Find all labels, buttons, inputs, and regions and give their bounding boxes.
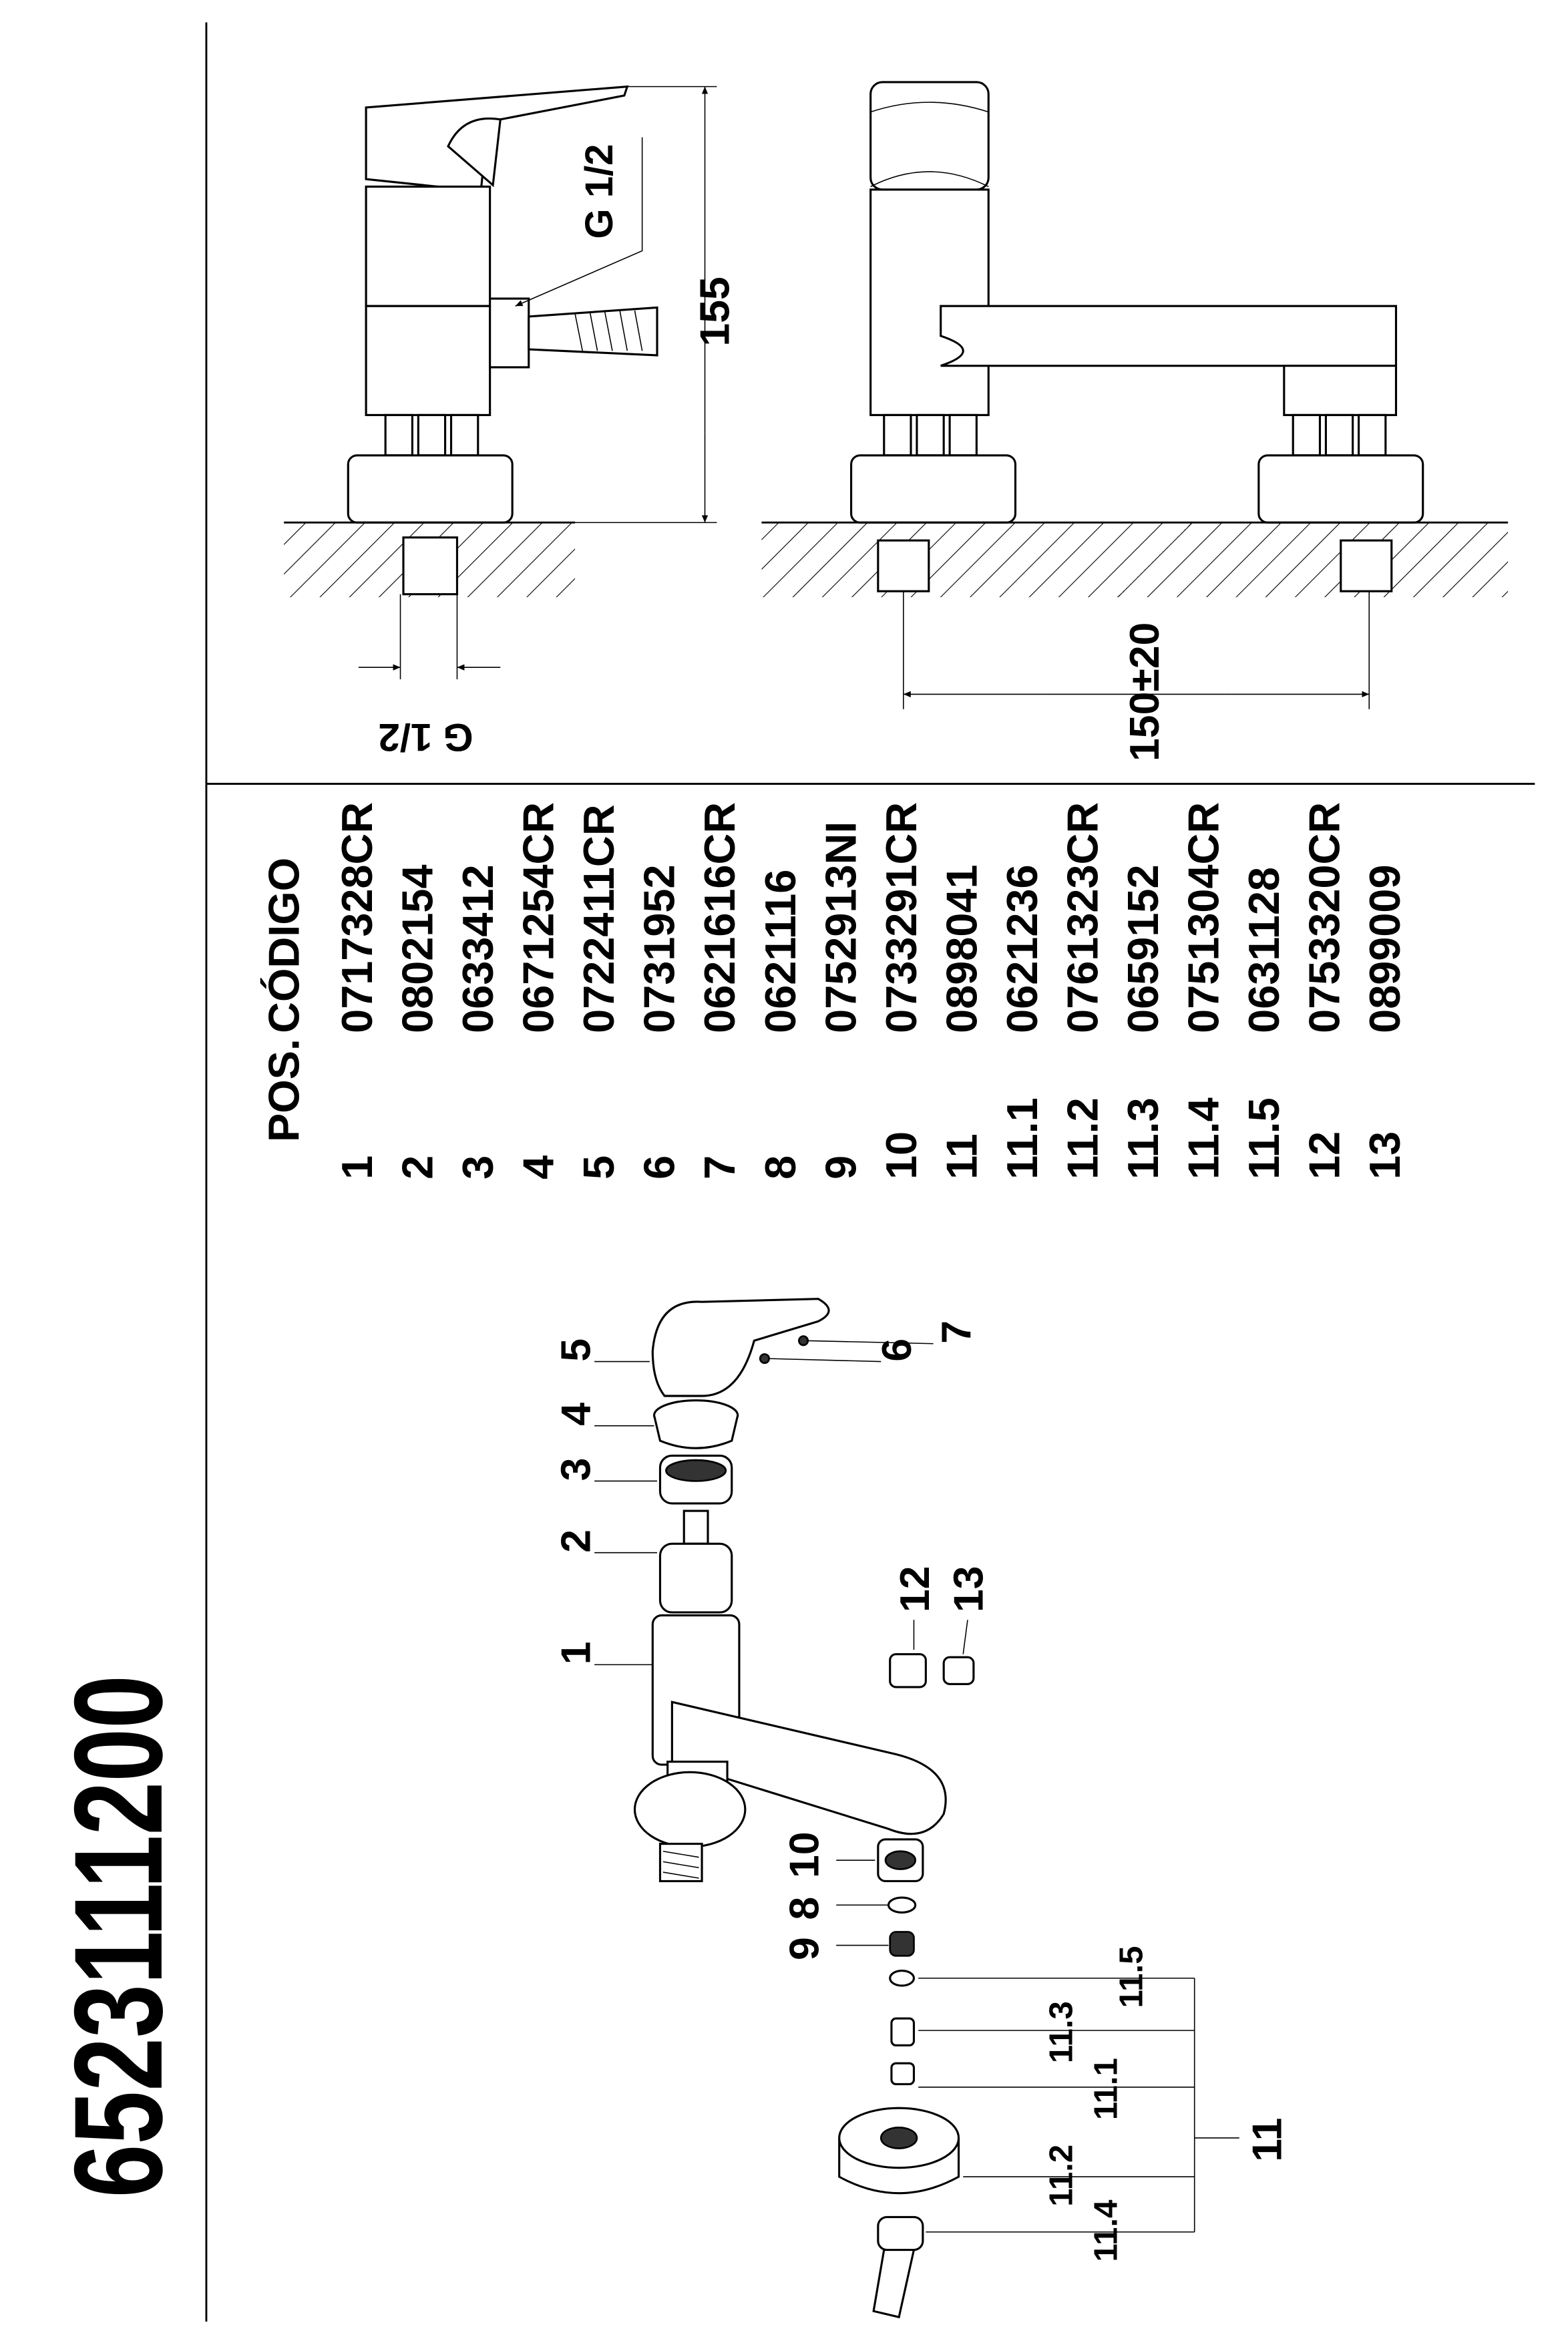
front-view-drawing: 150±20 [761,81,1509,761]
callout-11-2: 11.2 [1042,2145,1079,2207]
table-row: 2 0802154 [393,864,442,1179]
row-code: 0753320CR [1300,802,1349,1033]
table-row: 4 0671254CR [514,802,563,1180]
row-pos: 9 [816,1155,865,1180]
row-code: 0752913NI [816,822,865,1033]
table-row: 7 0621616CR [695,802,744,1180]
spacing-dimension-label: 150±20 [1121,622,1168,761]
thread-size-top-label: G 1/2 [578,144,621,239]
callout-7: 7 [933,1320,980,1344]
row-pos: 5 [574,1155,623,1180]
row-pos: 8 [756,1155,805,1180]
callout-12: 12 [892,1566,938,1613]
row-pos: 2 [393,1155,442,1180]
table-row: 11.3 0659152 [1119,864,1167,1179]
row-pos: 11 [937,1133,986,1180]
row-code: 0751304CR [1179,802,1227,1033]
row-pos: 3 [453,1155,502,1180]
thread-size-bottom-label: G 1/2 [378,715,473,759]
callout-11: 11 [1243,2118,1290,2162]
callout-9: 9 [781,1937,827,1960]
table-row: 13 0899009 [1360,864,1409,1179]
table-row: 11.5 0631128 [1239,867,1288,1180]
row-code: 0717328CR [333,802,381,1033]
side-view-drawing: G 1/2 G 1/2 155 [284,85,738,759]
parts-table: POS. CÓDIGO 1 0717328CR 2 0802154 3 0633412 4 0… [260,802,1410,1180]
row-pos: 11.4 [1179,1097,1227,1180]
callout-3: 3 [552,1458,599,1481]
table-header-code: CÓDIGO [260,858,309,1033]
table-row: 3 0633412 [453,864,502,1179]
row-code: 0733291CR [877,802,926,1033]
table-header-pos: POS. [260,1039,309,1142]
row-code: 0671254CR [514,802,563,1033]
row-code: 0898041 [937,864,986,1033]
row-pos: 11.5 [1239,1097,1288,1180]
table-row: 10 0733291CR [877,802,926,1180]
row-pos: 6 [635,1155,684,1180]
row-pos: 13 [1360,1131,1409,1180]
callout-11-5: 11.5 [1113,1946,1149,2008]
callout-13: 13 [945,1566,992,1613]
callout-10: 10 [781,1831,827,1878]
row-code: 0621236 [998,864,1046,1033]
table-row: 11 0898041 [937,864,986,1179]
table-row: 11.2 0761323CR [1058,802,1107,1180]
row-pos: 11.1 [998,1097,1046,1180]
row-code: 0802154 [393,864,442,1033]
row-pos: 11.3 [1119,1097,1167,1180]
callout-11-3: 11.3 [1042,2001,1079,2063]
table-row: 5 0722411CR [574,804,623,1179]
exploded-view-drawing: 5 4 3 2 1 6 7 12 13 10 8 9 11.5 11.3 11.… [552,1298,1290,2319]
callout-5: 5 [552,1338,599,1362]
product-code-title: 6523111200 [48,1675,188,2197]
row-code: 0631128 [1239,867,1288,1033]
row-code: 0621116 [756,870,805,1033]
table-row: 8 0621116 [756,870,805,1180]
height-dimension-label: 155 [691,277,738,346]
row-code: 0731952 [635,864,684,1033]
row-code: 0659152 [1119,864,1167,1033]
callout-11-4: 11.4 [1087,2199,1124,2262]
row-code: 0761323CR [1058,802,1107,1033]
table-row: 11.1 0621236 [998,864,1046,1179]
row-pos: 12 [1300,1131,1349,1180]
callout-11-1: 11.1 [1087,2058,1124,2120]
callout-4: 4 [552,1403,599,1426]
table-row: 6 0731952 [635,864,684,1179]
table-row: 11.4 0751304CR [1179,802,1227,1180]
row-pos: 4 [514,1155,563,1180]
row-pos: 10 [877,1131,926,1180]
callout-1: 1 [552,1642,599,1665]
callout-2: 2 [552,1530,599,1553]
table-row: 1 0717328CR [333,802,381,1180]
row-code: 0633412 [453,864,502,1033]
row-code: 0621616CR [695,802,744,1033]
row-code: 0722411CR [574,804,623,1033]
row-code: 0899009 [1360,864,1409,1033]
row-pos: 11.2 [1058,1097,1107,1180]
table-row: 12 0753320CR [1300,802,1349,1180]
row-pos: 7 [695,1155,744,1180]
callout-8: 8 [781,1897,827,1920]
table-row: 9 0752913NI [816,822,865,1180]
row-pos: 1 [333,1155,381,1180]
callout-6: 6 [873,1338,920,1362]
